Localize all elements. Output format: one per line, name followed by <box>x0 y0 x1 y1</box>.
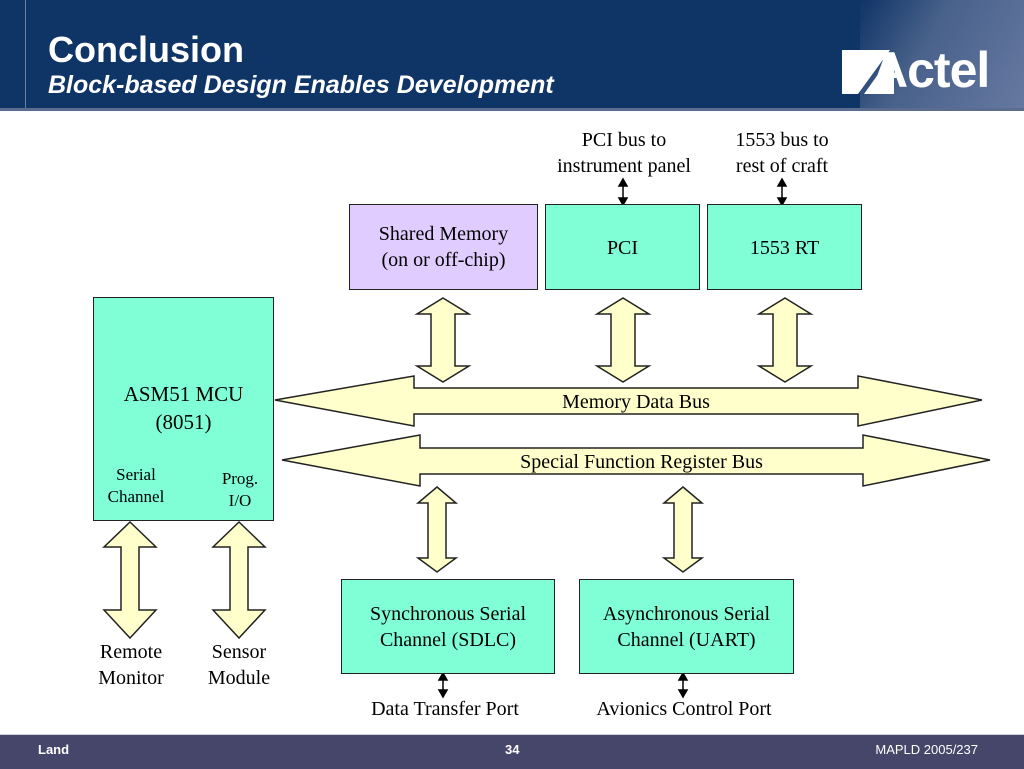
shared-memory-label-line2: (on or off-chip) <box>381 249 506 271</box>
actel-logo: Actel <box>838 42 1006 98</box>
sensor-module-label: Sensor Module <box>196 639 282 691</box>
mcu-prog-io-label: Prog. I/O <box>210 468 270 512</box>
pci-bus-link-arrow <box>594 297 652 383</box>
header-divider-horizontal <box>0 108 1024 111</box>
mcu-prog-io-line1: Prog. <box>221 469 259 488</box>
avionics-control-port-label: Avionics Control Port <box>596 698 772 720</box>
memory-data-bus-label: Memory Data Bus <box>562 391 710 413</box>
uart-label-line2: Channel (UART) <box>617 628 756 651</box>
slide-footer: Land 34 MAPLD 2005/237 <box>0 734 1024 769</box>
pci-external-label: PCI bus to instrument panel <box>546 127 702 179</box>
footer-page-number: 34 <box>505 742 520 757</box>
mcu-prog-io-line2: I/O <box>228 491 252 510</box>
mcu-label-line1: ASM51 MCU <box>123 382 244 406</box>
sdlc-label-line2: Channel (SDLC) <box>379 628 517 651</box>
logo-slash-icon <box>842 50 894 94</box>
pci-external-label-line1: PCI bus to <box>581 129 667 151</box>
rt-external-label: 1553 bus to rest of craft <box>716 127 848 179</box>
remote-monitor-line2: Monitor <box>98 667 164 689</box>
sfr-uart-link-arrow <box>661 486 705 573</box>
slide-title: Conclusion <box>48 29 244 70</box>
mcu-serial-line2: Channel <box>107 487 165 506</box>
header-divider-vertical <box>25 0 26 110</box>
footer-author: Land <box>38 742 70 757</box>
sfr-bus-label: Special Function Register Bus <box>520 451 763 473</box>
rt1553-block: 1553 RT <box>707 204 862 290</box>
pci-label: PCI <box>606 237 639 259</box>
slide-subtitle: Block-based Design Enables Development <box>48 71 554 99</box>
shared-memory-label-line1: Shared Memory <box>378 223 509 245</box>
uart-label-line1: Asynchronous Serial <box>602 602 771 625</box>
remote-monitor-line1: Remote <box>99 641 163 663</box>
footer-conference: MAPLD 2005/237 <box>875 742 978 757</box>
sensor-module-link-arrow <box>211 520 267 640</box>
mcu-serial-channel-label: Serial Channel <box>96 464 176 508</box>
sdlc-label-line1: Synchronous Serial <box>369 602 527 625</box>
slide-header: Conclusion Block-based Design Enables De… <box>0 0 1024 111</box>
mcu-block: ASM51 MCU (8051) Serial Channel Prog. I/… <box>93 297 274 521</box>
memory-data-bus-arrow <box>274 375 983 427</box>
sfr-sdlc-link-arrow <box>415 486 459 573</box>
remote-monitor-label: Remote Monitor <box>86 639 176 691</box>
mcu-label-line2: (8051) <box>155 410 212 434</box>
pci-block: PCI <box>545 204 700 290</box>
remote-monitor-link-arrow <box>102 520 158 640</box>
rt1553-bus-link-arrow <box>756 297 814 383</box>
mcu-serial-line1: Serial <box>116 465 156 484</box>
rt-external-label-line1: 1553 bus to <box>735 129 829 151</box>
rt1553-label: 1553 RT <box>749 237 820 259</box>
sdlc-block: Synchronous Serial Channel (SDLC) <box>341 579 555 674</box>
sensor-module-line2: Module <box>207 667 271 689</box>
logo-text: Actel <box>872 42 990 98</box>
rt-external-label-line2: rest of craft <box>735 155 829 177</box>
shared-memory-block: Shared Memory (on or off-chip) <box>349 204 538 290</box>
shared-memory-bus-link-arrow <box>414 297 472 383</box>
sfr-bus-arrow <box>281 434 991 487</box>
sensor-module-line1: Sensor <box>211 641 267 663</box>
data-transfer-port-label: Data Transfer Port <box>371 698 519 720</box>
uart-block: Asynchronous Serial Channel (UART) <box>579 579 794 674</box>
pci-external-label-line2: instrument panel <box>557 155 691 177</box>
